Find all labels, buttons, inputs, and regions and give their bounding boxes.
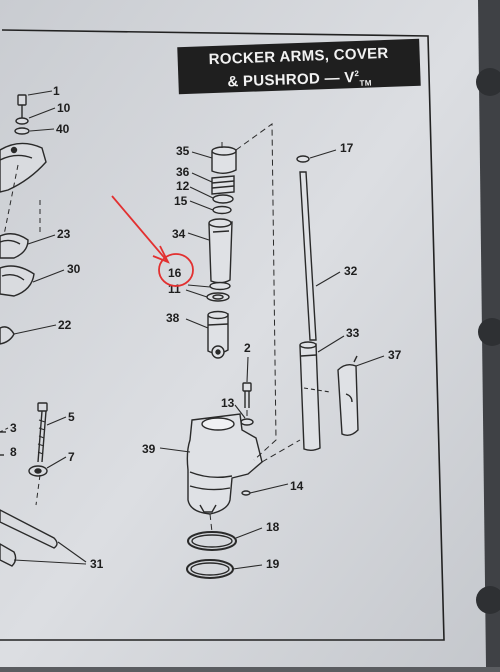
callout-label: 8 (10, 445, 17, 459)
callout-label: 16 (168, 266, 182, 280)
left-leaders (0, 90, 87, 565)
callout-label: 1 (53, 84, 60, 98)
binder-hole (476, 68, 500, 96)
title-trademark: TM (359, 78, 372, 88)
callout-label: 12 (176, 179, 190, 193)
callout-label: 22 (58, 318, 72, 332)
callout-label: 23 (57, 227, 71, 241)
callout-label: 2 (244, 341, 251, 355)
callout-label: 35 (176, 144, 190, 158)
callout-label: 17 (340, 141, 354, 155)
callout-label: 30 (67, 262, 81, 276)
callout-label: 40 (56, 122, 70, 136)
callout-label: 13 (221, 396, 235, 410)
callout-label: 33 (346, 326, 360, 340)
callout-label: 18 (266, 520, 280, 534)
callout-label: 15 (174, 194, 188, 208)
center-leaders (159, 151, 289, 570)
callout-label: 32 (344, 264, 358, 278)
center-dashes (209, 123, 301, 533)
callout-label: 38 (166, 311, 180, 325)
callout-label: 31 (90, 557, 104, 571)
callout-labels: 1 10 40 23 30 22 3 5 8 7 31 35 36 12 15 … (10, 84, 402, 571)
binder-hole (476, 586, 500, 614)
callout-label: 14 (290, 479, 304, 493)
left-dashes (3, 164, 41, 506)
page-frame (0, 29, 445, 641)
callout-label: 3 (10, 421, 17, 435)
callout-label: 37 (388, 348, 402, 362)
right-leaders (303, 149, 385, 393)
title-line-1: ROCKER ARMS, COVER (208, 44, 389, 69)
callout-label: 7 (68, 450, 75, 464)
callout-label: 5 (68, 410, 75, 424)
arrow-line (111, 195, 169, 263)
highlight-circle (158, 253, 194, 287)
title-superscript: 2 (354, 68, 360, 79)
arrow-head (152, 245, 170, 264)
red-annotation (111, 195, 194, 287)
callout-label: 36 (176, 165, 190, 179)
diagram-title: ROCKER ARMS, COVER & PUSHROD — V2TM (177, 38, 421, 95)
right-parts (296, 155, 359, 451)
title-line-2: & PUSHROD — V (227, 69, 355, 91)
binder-hole (478, 318, 500, 346)
callout-label: 34 (172, 227, 186, 241)
left-parts (0, 94, 58, 567)
callout-label: 10 (57, 101, 71, 115)
center-parts (186, 146, 263, 579)
callout-label: 39 (142, 442, 156, 456)
callout-label: 19 (266, 557, 280, 571)
